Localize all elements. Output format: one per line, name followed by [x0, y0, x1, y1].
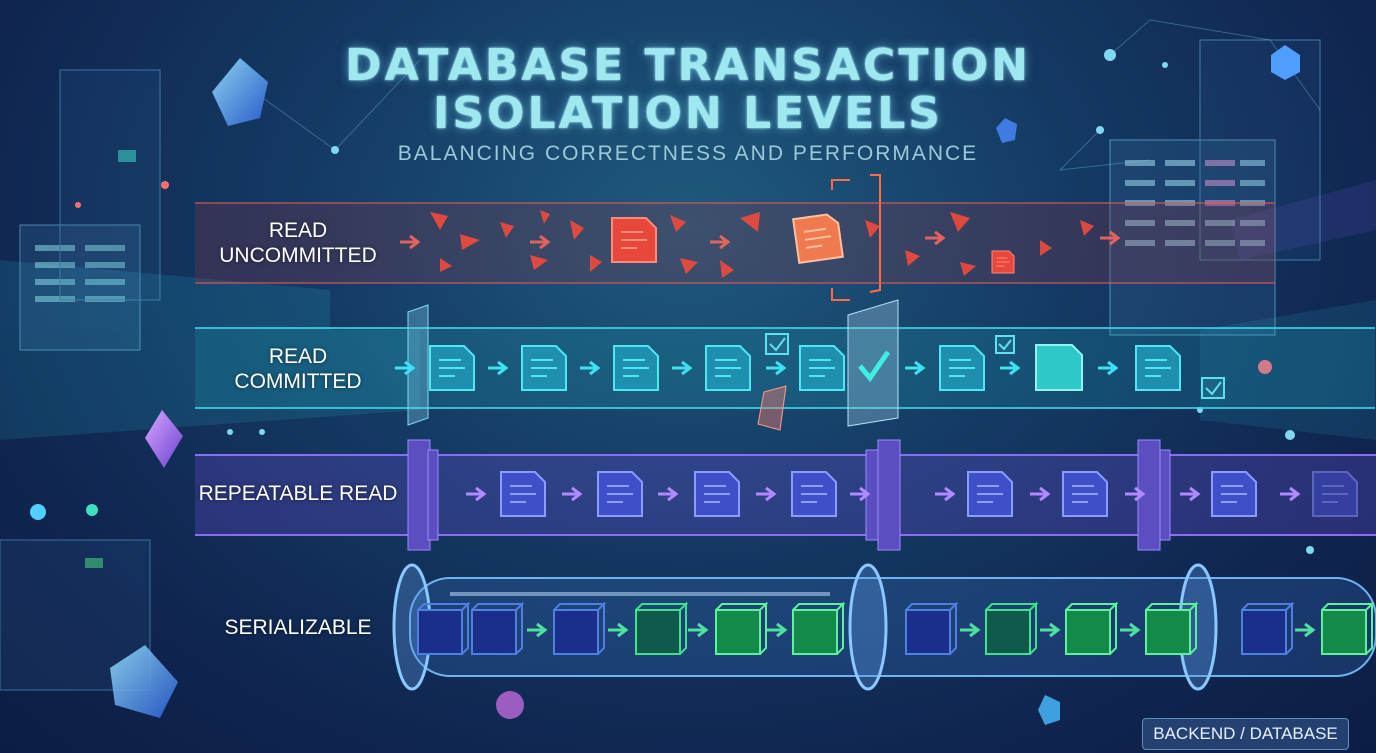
cube-icon — [471, 603, 523, 655]
level-label-line2: UNCOMMITTED — [219, 244, 377, 267]
level-label-read-committed: READ COMMITTED — [180, 344, 416, 394]
document-icon — [939, 345, 985, 391]
document-icon — [1312, 471, 1358, 517]
lane-serializable — [392, 563, 1376, 691]
document-icon — [991, 250, 1015, 274]
document-icon — [694, 471, 740, 517]
conflict-bracket — [831, 174, 881, 301]
checkmark-icon — [858, 350, 891, 383]
document-icon — [597, 471, 643, 517]
page-title-line2: ISOLATION LEVELS — [433, 88, 943, 139]
checkmark-icon — [1201, 377, 1225, 399]
level-label-line1: READ — [268, 345, 328, 368]
checkmark-icon — [995, 335, 1015, 354]
cylinder-ring — [848, 563, 888, 691]
page-subtitle: BALANCING CORRECTNESS AND PERFORMANCE — [397, 142, 979, 165]
cube-icon — [1145, 603, 1197, 655]
crystal-icon — [996, 118, 1017, 143]
lane-read-uncommitted — [195, 174, 1275, 301]
lane-read-committed — [195, 299, 1375, 431]
document-icon — [1135, 345, 1181, 391]
crystal-icon — [1271, 45, 1300, 80]
right-data-panels — [1109, 39, 1321, 336]
level-label-read-uncommitted: READ UNCOMMITTED — [180, 218, 416, 268]
level-label-repeatable-read: REPEATABLE READ — [180, 481, 416, 506]
document-icon — [799, 345, 845, 391]
gate-icon — [407, 439, 1171, 551]
category-badge: BACKEND / DATABASE — [1142, 718, 1349, 750]
crystal-icon — [212, 58, 268, 126]
crystal-icon — [145, 410, 183, 468]
level-label-line1: SERIALIZABLE — [224, 616, 372, 639]
cube-icon — [1321, 603, 1373, 655]
gate-icon — [847, 299, 899, 427]
cube-icon — [1065, 603, 1117, 655]
document-icon — [500, 471, 546, 517]
document-icon — [613, 345, 659, 391]
document-icon — [521, 345, 567, 391]
cube-icon — [985, 603, 1037, 655]
cube-icon — [417, 603, 469, 655]
page-title-line1: DATABASE TRANSACTION — [345, 40, 1031, 91]
level-label-line1: REPEATABLE READ — [198, 482, 398, 505]
level-label-line1: READ — [268, 219, 328, 242]
cube-icon — [792, 603, 844, 655]
document-icon — [611, 217, 657, 263]
cube-icon — [635, 603, 687, 655]
document-icon — [705, 345, 751, 391]
document-icon — [792, 212, 844, 264]
gate-icon — [407, 304, 429, 426]
crystal-icon — [1038, 695, 1060, 725]
checkmark-icon — [765, 333, 789, 355]
cube-icon — [905, 603, 957, 655]
cube-icon — [1241, 603, 1293, 655]
level-label-line2: COMMITTED — [234, 370, 362, 393]
cube-icon — [715, 603, 767, 655]
crystal-icon — [110, 645, 178, 718]
document-icon — [429, 345, 475, 391]
document-icon — [1035, 344, 1083, 391]
level-label-serializable: SERIALIZABLE — [180, 615, 416, 640]
document-icon — [1211, 471, 1257, 517]
document-icon — [791, 471, 837, 517]
lane-repeatable-read — [195, 439, 1376, 551]
document-icon — [1062, 471, 1108, 517]
document-icon — [967, 471, 1013, 517]
cube-icon — [553, 603, 605, 655]
